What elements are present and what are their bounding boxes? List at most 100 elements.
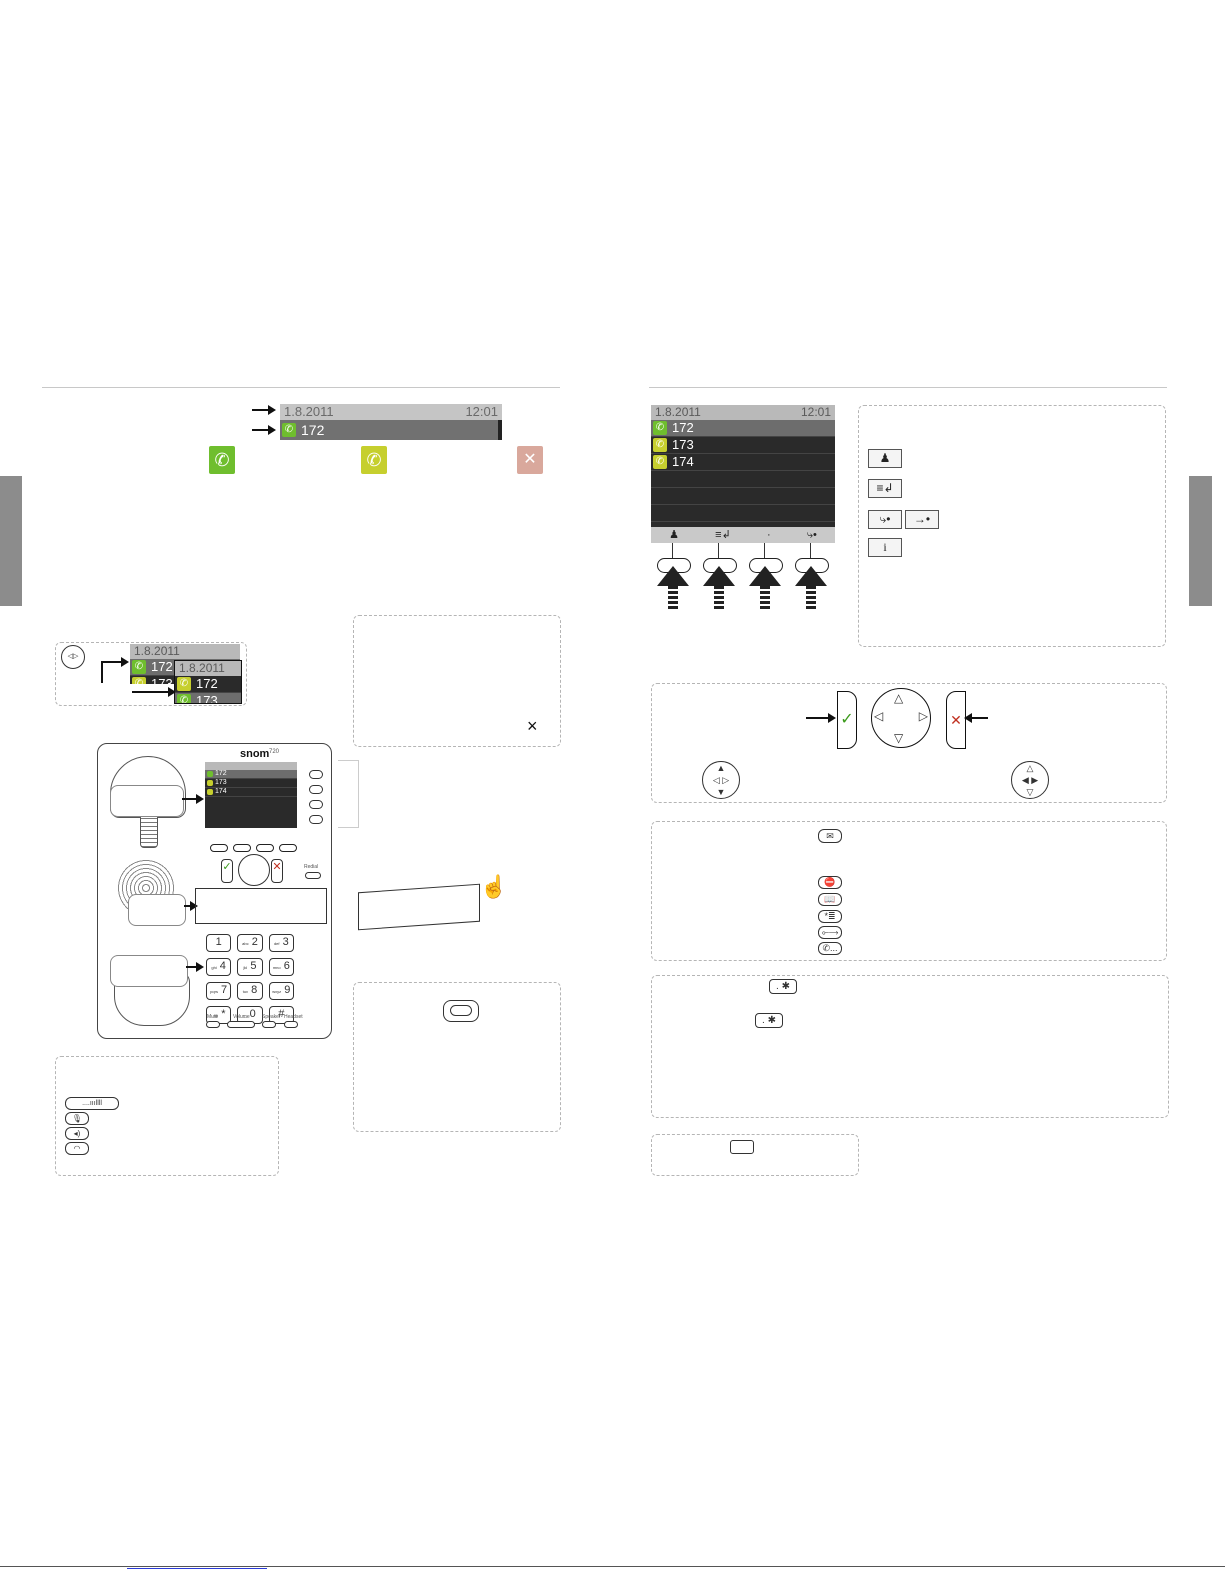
volume-label: Volume — [233, 1014, 250, 1020]
phone-icon: ✆ — [653, 421, 667, 435]
line-key[interactable] — [309, 800, 323, 809]
cancel-key[interactable]: ✕ — [271, 859, 283, 883]
key-5[interactable]: jkl 5 — [237, 958, 263, 976]
pointer-arrow — [252, 425, 276, 435]
transfer-icon: →• — [905, 510, 939, 529]
line-key[interactable] — [309, 785, 323, 794]
key-0[interactable]: _ 0 — [237, 1006, 263, 1024]
key-2[interactable]: abc 2 — [237, 934, 263, 952]
speaker-key-icon: ◂) — [65, 1127, 89, 1140]
navigation-key[interactable] — [238, 854, 270, 886]
person-icon: ♟ — [669, 529, 679, 541]
star-key-box — [651, 975, 1169, 1118]
softkey-link — [810, 543, 811, 558]
navigation-box — [651, 683, 1167, 803]
phone-icon: ✆ — [209, 446, 235, 474]
finger-icon: ☝ — [480, 874, 508, 899]
dnd-icon: ⛔ — [818, 876, 842, 889]
speaker-key[interactable] — [262, 1021, 276, 1028]
key-1[interactable]: 1 — [206, 934, 232, 952]
display-time: 12:01 — [800, 405, 831, 419]
navigation-example-box — [55, 642, 247, 706]
nav-down-icon: ▽ — [894, 731, 904, 745]
headset-key[interactable] — [284, 1021, 298, 1028]
top-rule-right — [649, 387, 1167, 388]
accept-key[interactable]: ✓ — [221, 859, 233, 883]
nav-right-icon: ▷ — [918, 709, 928, 723]
info-icon: i — [868, 538, 902, 557]
pointer-arrow — [806, 713, 836, 723]
pointer-arrow — [132, 687, 176, 697]
phone-icon: ✆ — [282, 423, 296, 437]
pointer-arrow — [115, 657, 129, 667]
pointer-arrow — [184, 901, 198, 911]
close-icon: × — [527, 716, 538, 736]
key-6[interactable]: mno 6 — [268, 958, 294, 976]
close-icon: ✕ — [517, 446, 543, 474]
key-8[interactable]: tuv 8 — [237, 982, 263, 1000]
function-keys-tilted — [358, 883, 480, 931]
phone-icon: ✆ — [132, 660, 146, 674]
phone-icon: ✆ — [177, 694, 191, 703]
softkey-link — [672, 543, 673, 558]
phone-icon: ✆ — [653, 455, 667, 469]
headset-label: Headset — [284, 1014, 303, 1020]
directory-icon: 📖 — [818, 893, 842, 906]
phone-icon: ✆ — [361, 446, 387, 474]
up-arrow — [703, 566, 735, 586]
small-key-box — [651, 1134, 859, 1176]
soft-key[interactable] — [256, 844, 274, 852]
phone-icon — [207, 780, 213, 786]
menu-icon: *≣ — [818, 910, 842, 923]
mute-key[interactable] — [206, 1021, 220, 1028]
info-box-key — [353, 982, 561, 1132]
accept-key[interactable]: ✓ — [837, 691, 857, 749]
phone-brand: snom — [240, 748, 270, 760]
label-callout — [110, 785, 184, 817]
info-box-close — [353, 615, 561, 747]
pointer-arrow — [252, 405, 276, 415]
nav-left-icon: ◁ — [874, 709, 884, 723]
soft-key[interactable] — [279, 844, 297, 852]
navigation-key[interactable]: △ ◁ ▷ ▽ — [871, 688, 931, 748]
soft-key[interactable] — [210, 844, 228, 852]
line-number: 173 — [196, 693, 218, 704]
speaker-label: Speaker — [262, 1014, 281, 1020]
list-icon: ≡↲ — [868, 479, 902, 498]
line-number: 174 — [215, 788, 227, 795]
key-9[interactable]: wxyz 9 — [268, 982, 294, 1000]
key-3[interactable]: def 3 — [268, 934, 294, 952]
pointer-arrow — [964, 713, 988, 723]
line-number: 174 — [672, 454, 694, 469]
line-key[interactable] — [309, 770, 323, 779]
person-icon: ♟ — [868, 449, 902, 468]
rounded-key-icon — [443, 1000, 479, 1022]
display-date: 1.8.2011 — [134, 644, 180, 658]
pointer-arrow — [182, 794, 204, 804]
top-rule-left — [42, 387, 560, 388]
star-key-icon: . ✱ — [755, 1013, 783, 1028]
transfer-icon: ⟜⟶ — [818, 926, 842, 939]
footer-link[interactable] — [127, 1568, 267, 1569]
key-4[interactable]: ghi 4 — [206, 958, 232, 976]
line-number: 173 — [215, 779, 227, 786]
dot-icon: · — [766, 529, 771, 541]
overlay-display: 1.8.2011 ✆172 ✆173 — [174, 660, 242, 704]
key-7[interactable]: pqrs 7 — [206, 982, 232, 1000]
up-arrow — [749, 566, 781, 586]
left-side-tab — [0, 476, 22, 606]
display-time: 12:01 — [465, 404, 498, 419]
redial-key[interactable] — [305, 872, 321, 879]
volume-key[interactable] — [227, 1021, 255, 1028]
redial-icon: ✆... — [818, 942, 842, 955]
nav-updown-icon: ▲◁ ▷▼ — [702, 761, 740, 799]
phone-icon: ✆ — [132, 677, 146, 684]
key-hash[interactable]: # — [268, 1006, 294, 1024]
phone-screen: 172 173 174 — [205, 762, 297, 828]
line-key[interactable] — [309, 815, 323, 824]
up-arrow — [657, 566, 689, 586]
phone-model: 720 — [269, 749, 280, 755]
cancel-key[interactable]: ✕ — [946, 691, 966, 749]
soft-key[interactable] — [233, 844, 251, 852]
